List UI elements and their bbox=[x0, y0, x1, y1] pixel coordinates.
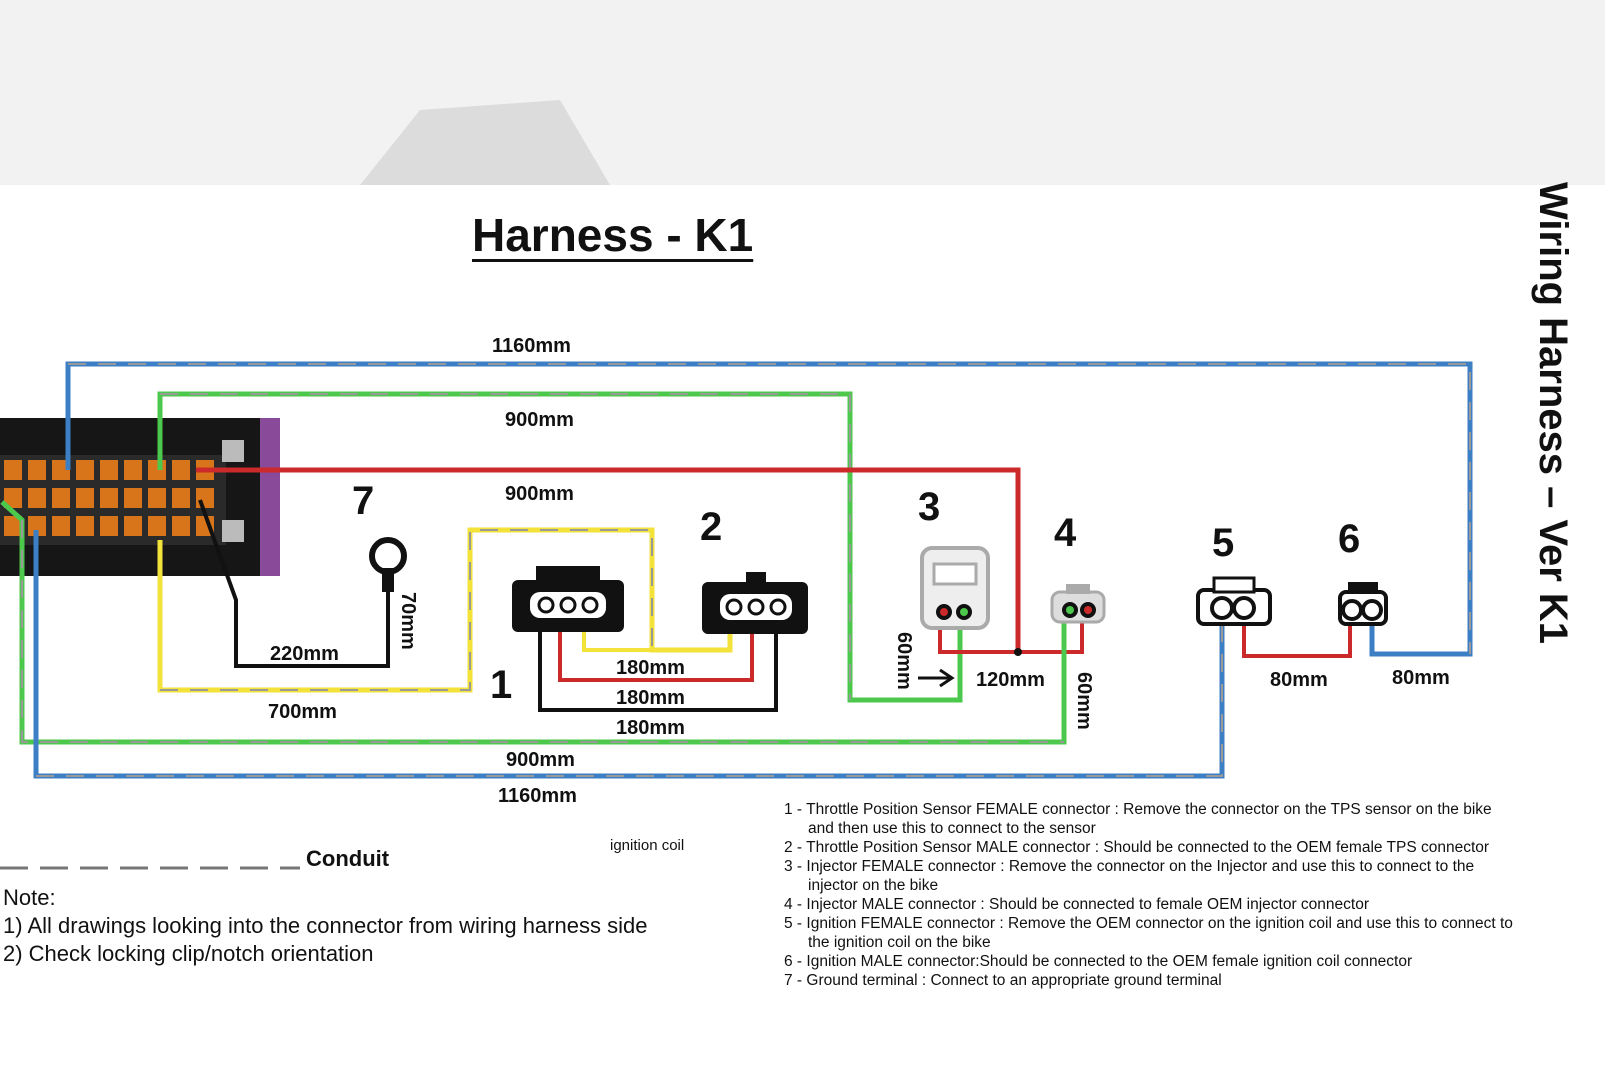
length-ground: 220mm bbox=[270, 643, 339, 665]
ecu-pin bbox=[28, 460, 46, 480]
length-green-bottom: 900mm bbox=[506, 749, 575, 771]
connector-number-3: 3 bbox=[918, 485, 940, 529]
ecu-pin bbox=[52, 488, 70, 508]
length-blue-top: 1160mm bbox=[492, 335, 571, 357]
length-tps-2: 180mm bbox=[616, 687, 685, 709]
ecu-pin bbox=[100, 460, 118, 480]
length-ground-vert: 70mm bbox=[397, 592, 419, 650]
tps-female-connector bbox=[512, 566, 624, 632]
ecu-pin bbox=[76, 516, 94, 536]
length-ign-right: 80mm bbox=[1392, 667, 1450, 689]
injector-male-connector bbox=[1050, 584, 1106, 624]
wire-tps-red bbox=[558, 606, 754, 682]
length-tps-1: 180mm bbox=[616, 657, 685, 679]
length-inj-mid: 120mm bbox=[976, 669, 1045, 691]
ecu-connector bbox=[0, 418, 280, 576]
ecu-pin bbox=[100, 516, 118, 536]
page-title: Harness - K1 bbox=[472, 209, 754, 261]
legend-item: 7 - Ground terminal : Connect to an appr… bbox=[784, 972, 1222, 989]
ignition-female-connector bbox=[1196, 576, 1272, 626]
length-red-top: 900mm bbox=[505, 483, 574, 505]
legend-item: 6 - Ignition MALE connector:Should be co… bbox=[784, 953, 1413, 970]
legend-item: 1 - Throttle Position Sensor FEMALE conn… bbox=[784, 801, 1492, 837]
arrow-icon bbox=[918, 668, 955, 688]
ignition-coil-label: ignition coil bbox=[610, 837, 685, 854]
length-inj-left: 60mm bbox=[893, 632, 915, 690]
length-ign-mid: 80mm bbox=[1270, 669, 1328, 691]
side-title: Wiring Harness – Ver K1 bbox=[1531, 182, 1575, 645]
ecu-pin bbox=[4, 516, 22, 536]
ecu-pin bbox=[28, 516, 46, 536]
wire-tps-black bbox=[538, 606, 778, 712]
wire-red-injector bbox=[938, 612, 1084, 654]
ecu-pin bbox=[148, 516, 166, 536]
ecu-pin bbox=[124, 460, 142, 480]
ecu-pin bbox=[148, 460, 166, 480]
ecu-pin bbox=[172, 516, 190, 536]
ignition-male-connector bbox=[1338, 582, 1388, 626]
length-blue-bottom: 1160mm bbox=[498, 785, 577, 807]
wire-ign-red bbox=[1242, 610, 1352, 658]
length-inj-right: 60mm bbox=[1073, 672, 1095, 730]
ecu-pin bbox=[124, 488, 142, 508]
ecu-pin bbox=[148, 488, 166, 508]
connector-number-2: 2 bbox=[700, 505, 722, 549]
conduit-label: Conduit bbox=[306, 846, 390, 871]
note-block: Note: 1) All drawings looking into the c… bbox=[3, 884, 647, 968]
connector-number-7: 7 bbox=[352, 479, 374, 523]
ground-terminal bbox=[369, 537, 407, 592]
connector-legend: 1 - Throttle Position Sensor FEMALE conn… bbox=[784, 800, 1514, 990]
note-line: 1) All drawings looking into the connect… bbox=[3, 913, 648, 938]
ecu-pin bbox=[172, 460, 190, 480]
note-line: 2) Check locking clip/notch orientation bbox=[3, 941, 374, 966]
wire-ground bbox=[198, 499, 390, 668]
connector-number-4: 4 bbox=[1054, 511, 1077, 555]
connector-number-5: 5 bbox=[1212, 521, 1234, 565]
wire-red bbox=[196, 467, 1021, 652]
ecu-pin bbox=[172, 488, 190, 508]
length-green-top: 900mm bbox=[505, 409, 574, 431]
ecu-pin bbox=[4, 460, 22, 480]
injector-female-connector bbox=[920, 546, 990, 630]
ecu-pin bbox=[52, 516, 70, 536]
connector-number-1: 1 bbox=[490, 663, 512, 707]
connector-number-6: 6 bbox=[1338, 517, 1360, 561]
ecu-pin bbox=[124, 516, 142, 536]
tps-male-connector bbox=[702, 572, 808, 634]
length-yellow: 700mm bbox=[268, 701, 337, 723]
background-photo-shape bbox=[360, 100, 610, 185]
legend-item: 3 - Injector FEMALE connector : Remove t… bbox=[784, 858, 1475, 894]
wire-yellow bbox=[157, 527, 733, 693]
ecu-pin bbox=[76, 488, 94, 508]
ecu-pin bbox=[4, 488, 22, 508]
note-heading: Note: bbox=[3, 885, 56, 910]
ecu-pin bbox=[28, 488, 46, 508]
length-tps-3: 180mm bbox=[616, 717, 685, 739]
ecu-pin bbox=[196, 488, 214, 508]
background-photo bbox=[0, 0, 1605, 185]
legend-item: 2 - Throttle Position Sensor MALE connec… bbox=[784, 839, 1490, 856]
legend-item: 5 - Ignition FEMALE connector : Remove t… bbox=[784, 915, 1513, 951]
ecu-pin bbox=[76, 460, 94, 480]
ecu-pin bbox=[100, 488, 118, 508]
legend-item: 4 - Injector MALE connector : Should be … bbox=[784, 896, 1370, 913]
